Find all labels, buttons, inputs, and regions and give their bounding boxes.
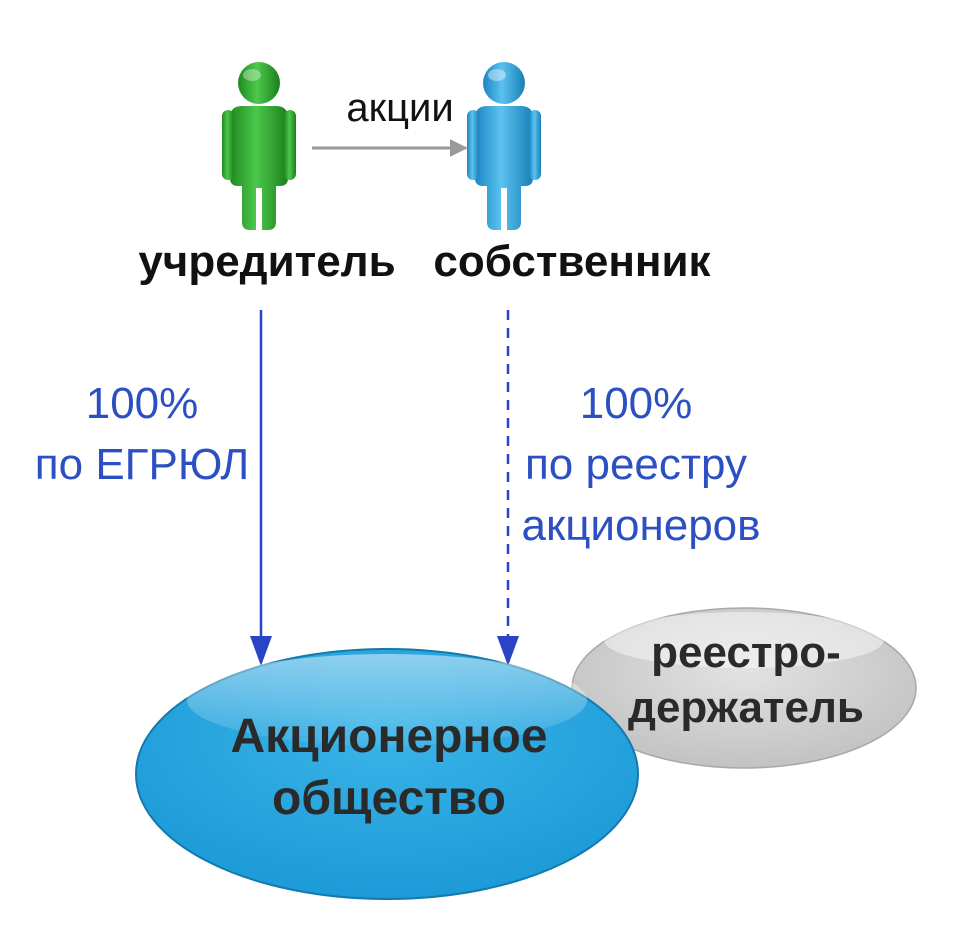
company-bubble: Акционерное общество bbox=[135, 648, 639, 900]
founder-share-percent: 100% bbox=[86, 379, 199, 428]
founder-label: учредитель bbox=[138, 237, 395, 286]
owner-share-source-line1: по реестру bbox=[525, 440, 747, 489]
transfer-label: акции bbox=[346, 86, 453, 130]
registrar-bubble: реестро- держатель bbox=[571, 607, 917, 769]
company-label-line1: Акционерное bbox=[230, 710, 547, 763]
company-label-line2: общество bbox=[272, 772, 506, 825]
owner-label: собственник bbox=[433, 237, 711, 286]
founder-share-source: по ЕГРЮЛ bbox=[35, 440, 249, 489]
registrar-label-line2: держатель bbox=[628, 683, 864, 732]
owner-share-percent: 100% bbox=[580, 379, 693, 428]
owner-person-icon bbox=[467, 62, 541, 230]
founder-arrowhead bbox=[250, 636, 272, 666]
owner-arrowhead bbox=[497, 636, 519, 666]
owner-share-source-line2: акционеров bbox=[521, 501, 760, 550]
founder-person-icon bbox=[222, 62, 296, 230]
registrar-label-line1: реестро- bbox=[651, 628, 841, 677]
